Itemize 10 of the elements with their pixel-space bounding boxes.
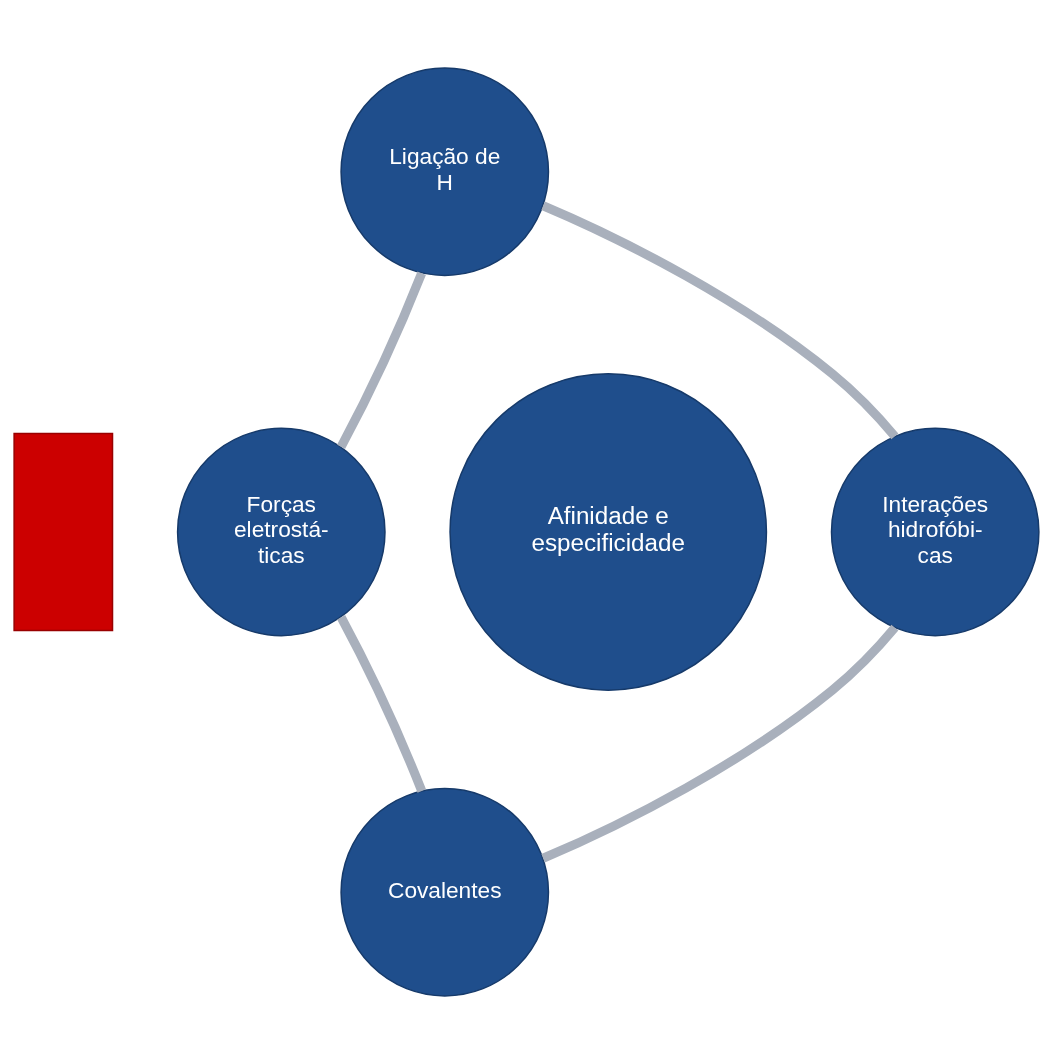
connector	[337, 614, 426, 793]
connector	[337, 271, 426, 449]
node-circle: Interações hidrofóbi- cas	[830, 427, 1040, 636]
node-box	[13, 432, 114, 631]
connector	[541, 624, 899, 862]
node-circle: Forças eletrostá- ticas	[176, 427, 386, 636]
node-circle: Ligação de H	[340, 66, 550, 276]
node-circle: Afinidade e especificidade	[449, 372, 768, 691]
connector	[541, 201, 899, 439]
node-circle: Covalentes	[340, 787, 550, 997]
